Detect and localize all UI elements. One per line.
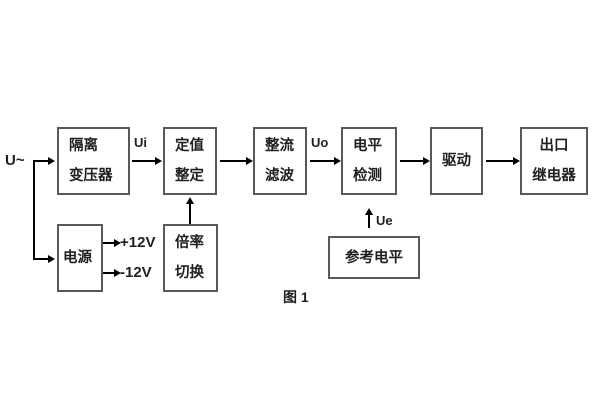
- block-level-detection: 电平 检测: [341, 127, 397, 195]
- arrow-input-to-power-icon: [33, 255, 55, 263]
- block-label: 滤波: [265, 168, 294, 184]
- block-driver: 驱动: [430, 127, 483, 195]
- block-label: 电源: [63, 250, 92, 266]
- block-label: 驱动: [442, 153, 471, 169]
- block-rectifier-filter: 整流 滤波: [253, 127, 307, 195]
- arrow-input-to-transformer-icon: [33, 157, 55, 165]
- block-label: 变压器: [69, 168, 113, 184]
- label-ui: Ui: [134, 135, 147, 150]
- figure-caption: 图 1: [283, 289, 309, 305]
- arrow-ue-icon: [365, 208, 373, 228]
- label-ue: Ue: [376, 213, 393, 228]
- arrow-ratio-to-setting-icon: [186, 197, 194, 224]
- block-value-setting: 定值 整定: [163, 127, 217, 195]
- arrow-ui-icon: [132, 157, 162, 165]
- arrow-setting-to-rectifier-icon: [220, 157, 253, 165]
- block-label: 整定: [175, 168, 204, 184]
- label-plus-12v: +12V: [120, 234, 156, 251]
- arrow-rail-negative-icon: [103, 269, 121, 277]
- input-branch-line: [33, 160, 35, 260]
- block-reference-level: 参考电平: [328, 236, 420, 279]
- arrow-uo-icon: [310, 157, 341, 165]
- block-label: 隔离: [69, 138, 98, 154]
- block-output-relay: 出口 继电器: [520, 127, 588, 195]
- label-input-voltage: U~: [5, 152, 25, 169]
- block-label: 继电器: [532, 168, 576, 184]
- block-label: 定值: [175, 138, 204, 154]
- block-isolation-transformer: 隔离 变压器: [57, 127, 130, 195]
- arrow-rail-positive-icon: [103, 239, 121, 247]
- block-label: 出口: [539, 138, 569, 154]
- block-ratio-switch: 倍率 切换: [163, 224, 218, 292]
- block-power-supply: 电源: [57, 224, 103, 292]
- block-label: 整流: [265, 138, 294, 154]
- block-label: 参考电平: [345, 249, 403, 266]
- block-label: 倍率: [175, 235, 204, 251]
- block-label: 电平: [353, 138, 382, 154]
- block-label: 切换: [175, 265, 204, 281]
- arrow-driver-to-relay-icon: [486, 157, 520, 165]
- arrow-detection-to-driver-icon: [400, 157, 430, 165]
- label-uo: Uo: [311, 135, 329, 150]
- label-minus-12v: -12V: [120, 264, 152, 281]
- block-label: 检测: [353, 168, 382, 184]
